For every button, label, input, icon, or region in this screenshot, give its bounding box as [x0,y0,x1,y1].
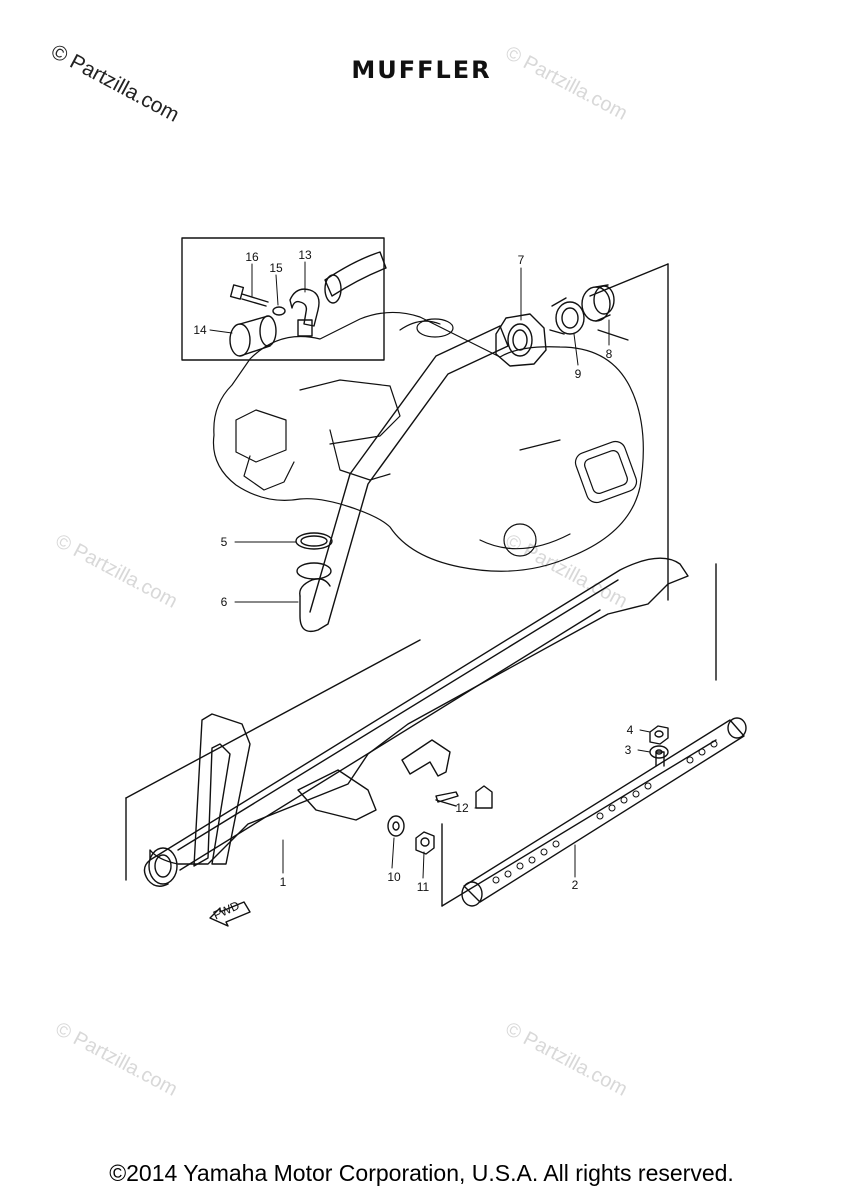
diagram-title: MUFFLER [351,56,492,84]
callout-14: 14 [193,323,207,337]
part-14-sleeve [229,315,277,357]
part-12-grommet [475,785,493,809]
baffle-holes [492,740,718,884]
callout-6: 6 [221,595,228,609]
part-5-gasket [295,532,333,550]
engine-block-outline [212,311,644,572]
part-7-ring-nut [495,313,547,367]
callout-5: 5 [221,535,228,549]
part-10-washer [387,815,405,837]
part-8-gasket [581,284,615,322]
fwd-label: FWD [211,898,242,922]
callout-9: 9 [575,367,582,381]
callout-1: 1 [280,875,287,889]
part-16-bolt [229,284,269,307]
part-13-clamp [289,288,320,337]
callout-7: 7 [518,253,525,267]
callout-11: 11 [417,880,430,894]
callout-15: 15 [269,261,283,275]
callout-4: 4 [627,723,634,737]
part-2-baffle-tube [461,717,747,907]
part-15-washer [272,306,286,316]
callout-10: 10 [387,870,401,884]
callout-8: 8 [606,347,613,361]
callout-2: 2 [572,878,579,892]
inset-pipe [324,251,387,304]
part-4-nut [649,725,669,745]
part-11-nut [415,831,435,855]
callout-12: 12 [455,801,469,815]
callout-16: 16 [245,250,259,264]
part-1-muffler [143,557,689,887]
leader-lines [209,261,651,879]
footer-copyright: ©2014 Yamaha Motor Corporation, U.S.A. A… [109,1160,734,1186]
inset-frame [181,237,385,361]
callout-3: 3 [625,743,632,757]
callout-13: 13 [298,248,312,262]
part-9-ring [549,297,585,335]
fwd-arrow-icon [209,901,251,927]
part-6-exhaust-pipe [296,325,509,633]
